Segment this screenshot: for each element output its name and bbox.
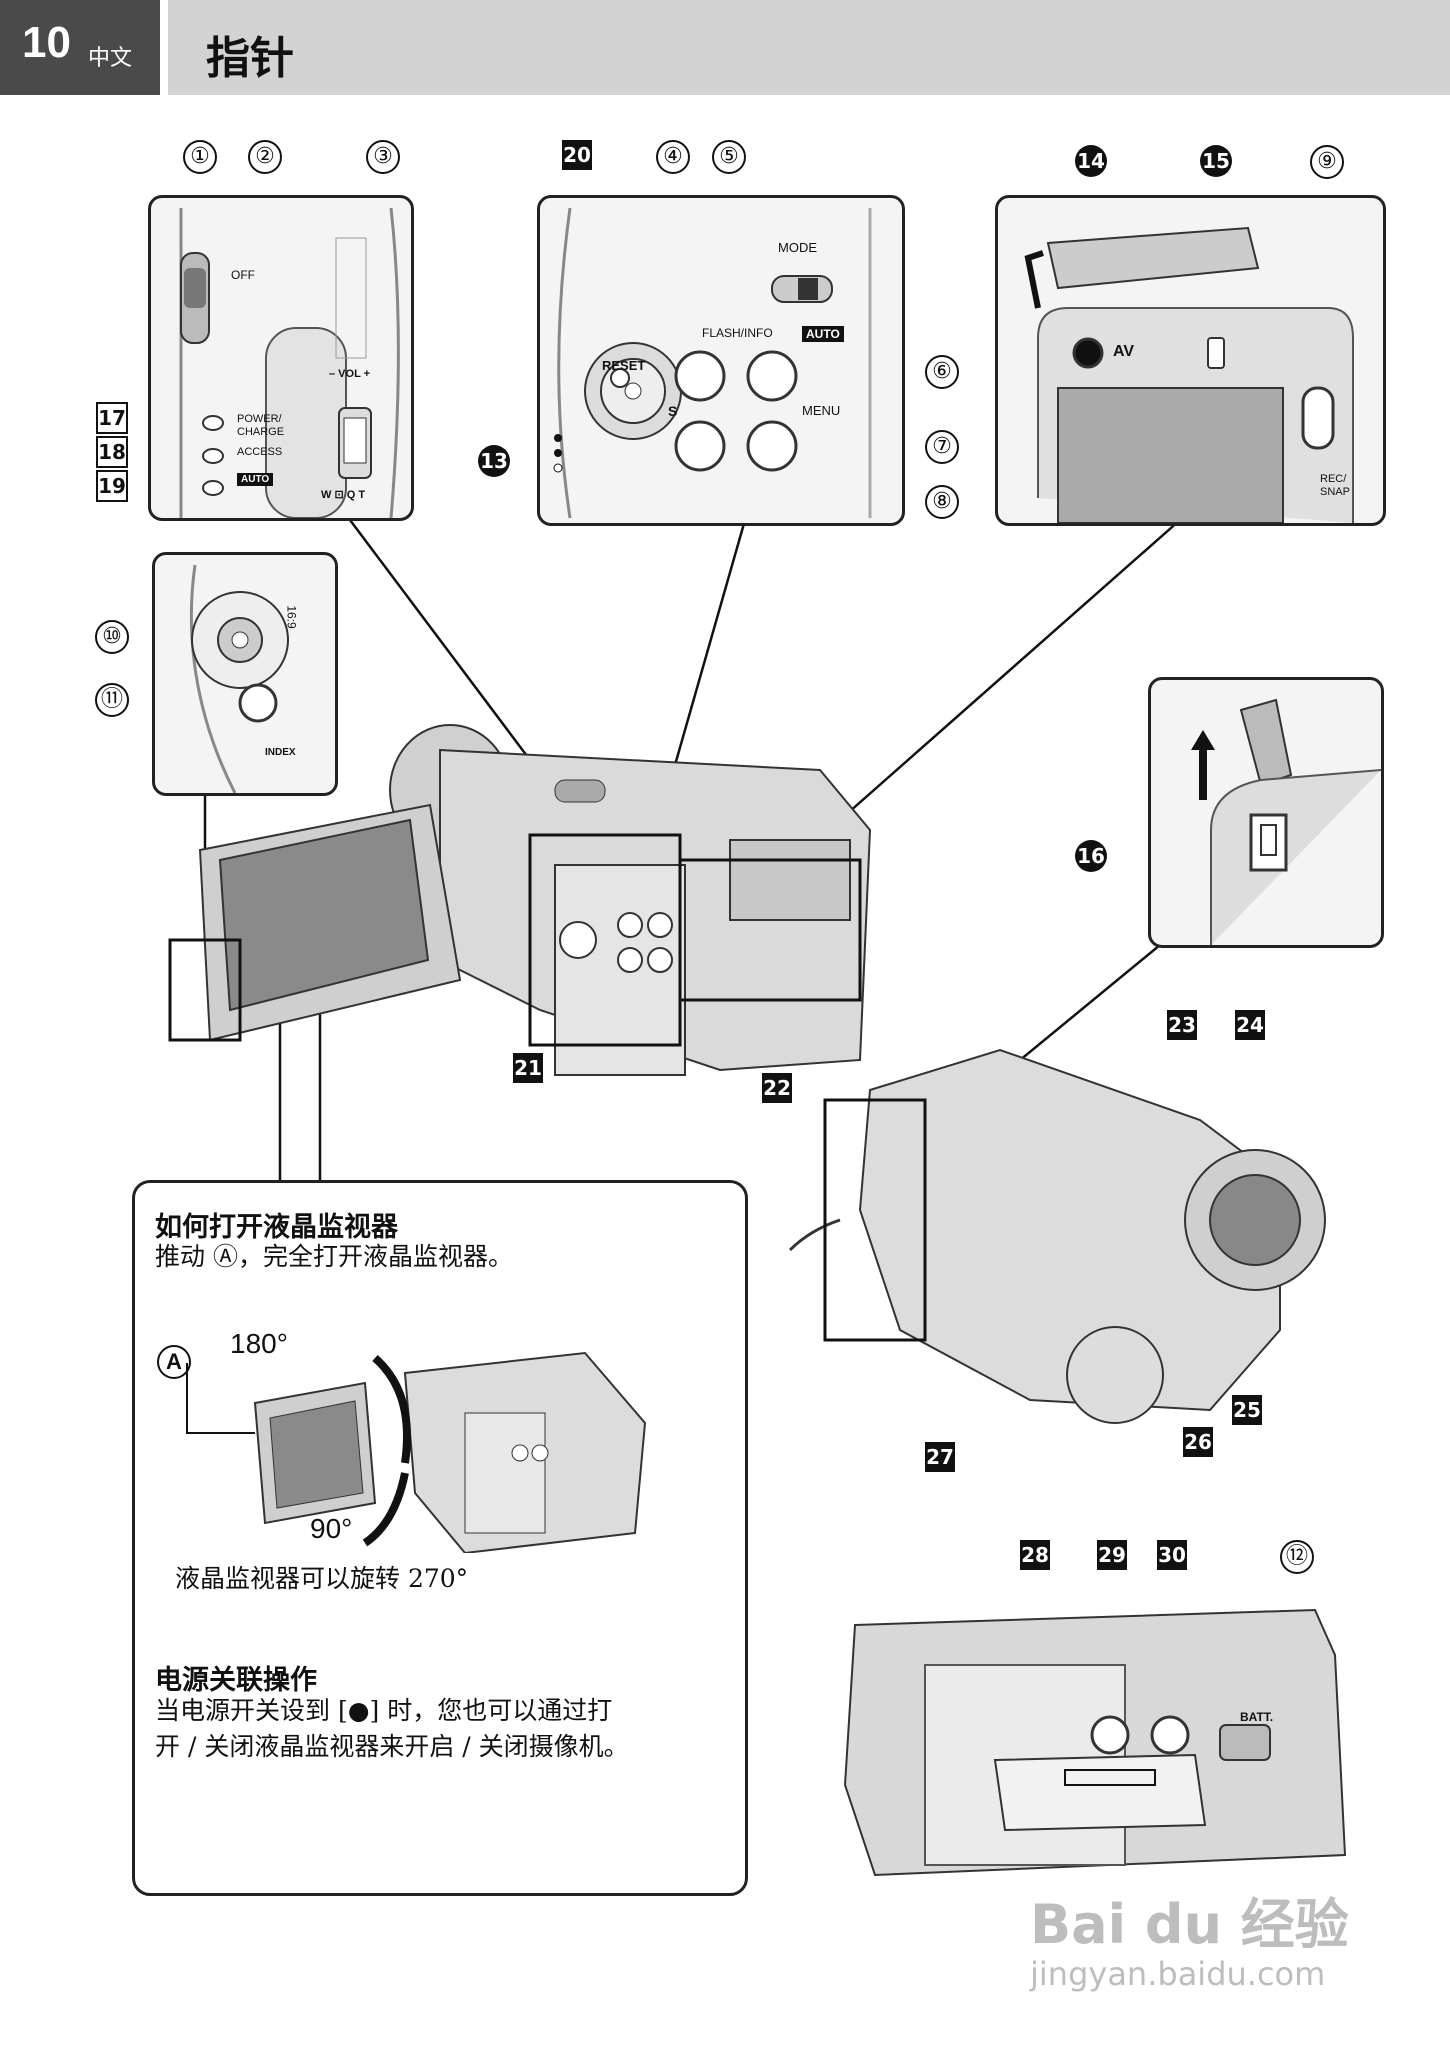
callout-10: ⑩ [95, 620, 129, 654]
callout-26: 26 [1183, 1427, 1213, 1457]
reset-label: RESET [602, 358, 646, 373]
auto-label-2: AUTO [802, 326, 844, 342]
power-charge-label: POWER/ CHARGE [237, 413, 285, 438]
title-bar: 指针 [168, 0, 1450, 95]
s-label: S [668, 403, 678, 419]
callout-14: 14 [1075, 145, 1107, 177]
vol-label: – VOL + [329, 368, 371, 380]
callout-22: 22 [762, 1073, 792, 1103]
callout-4: ④ [656, 140, 690, 174]
callout-19: 19 [96, 470, 128, 502]
callout-18: 18 [96, 436, 128, 468]
callout-29: 29 [1097, 1540, 1127, 1570]
batt-label: BATT. [1240, 1710, 1274, 1724]
index-label: INDEX [265, 747, 296, 758]
callout-8: ⑧ [925, 485, 959, 519]
panel-card-slot [1148, 677, 1384, 948]
auto-label: AUTO [237, 473, 274, 486]
callout-30: 30 [1157, 1540, 1187, 1570]
callout-9: ⑨ [1310, 145, 1344, 179]
text-open-lcd: 推动 Ⓐ，完全打开液晶监视器。 [155, 1242, 513, 1271]
page-title: 指针 [206, 33, 294, 84]
callout-16: 16 [1075, 840, 1107, 872]
page-number-box: 10 中文 [0, 0, 160, 95]
callout-6: ⑥ [925, 355, 959, 389]
callout-28: 28 [1020, 1540, 1050, 1570]
joystick-illustration [189, 564, 289, 793]
page-number: 10 [22, 18, 71, 67]
callout-13: 13 [478, 445, 510, 477]
power-switch-illustration [179, 207, 400, 518]
marker-a: A [157, 1345, 191, 1379]
callout-21: 21 [513, 1053, 543, 1083]
camera-front-illustration [788, 1048, 1326, 1424]
callout-15: 15 [1200, 145, 1232, 177]
card-slot-illustration [1191, 698, 1381, 945]
off-label: OFF [231, 268, 255, 282]
heading-open-lcd: 如何打开液晶监视器 [155, 1212, 398, 1243]
callout-25: 25 [1232, 1395, 1262, 1425]
callout-24: 24 [1235, 1010, 1265, 1040]
degree-180-label: 180° [230, 1328, 288, 1359]
zoom-label: W ⊡ Q T [321, 489, 366, 501]
degree-90-label: 90° [310, 1513, 353, 1544]
camera-main-illustration [168, 724, 872, 1076]
callout-2: ② [248, 140, 282, 174]
mode-label: MODE [778, 240, 817, 255]
flash-info-label: FLASH/INFO [702, 326, 773, 340]
av-usb-illustration [1024, 226, 1354, 523]
callout-27: 27 [925, 1442, 955, 1472]
access-label: ACCESS [237, 446, 283, 458]
panel-av-usb: AV REC/ SNAP [995, 195, 1386, 526]
panel-joystick: 16:9 INDEX [152, 552, 338, 796]
panel-power-switch: OFF POWER/ CHARGE ACCESS AUTO – VOL + W … [148, 195, 414, 521]
callout-20: 20 [562, 140, 592, 170]
lcd-info-box: 如何打开液晶监视器 推动 Ⓐ，完全打开液晶监视器。 A 180° 90° 液晶监… [132, 1180, 748, 1896]
buttons-illustration [553, 207, 872, 519]
callout-3: ③ [366, 140, 400, 174]
watermark-logo: Bai du 经验 [1030, 1893, 1349, 1956]
lcd-rotation-illustration [186, 1351, 647, 1553]
camera-bottom-illustration [843, 1608, 1347, 1877]
page-header: 10 中文 指针 [0, 0, 1450, 95]
heading-power-link: 电源关联操作 [155, 1665, 317, 1696]
callout-23: 23 [1167, 1010, 1197, 1040]
menu-label: MENU [802, 403, 841, 418]
rec-snap-label: REC/ SNAP [1320, 473, 1350, 498]
text-power-link-2: 开 / 关闭液晶监视器来开启 / 关闭摄像机。 [155, 1732, 629, 1761]
ratio-label: 16:9 [284, 605, 299, 629]
language-label: 中文 [88, 46, 133, 71]
callout-12: ⑫ [1280, 1540, 1314, 1574]
text-power-link-1: 当电源开关设到 [●] 时，您也可以通过打 [155, 1696, 613, 1725]
watermark-url: jingyan.baidu.com [1030, 1955, 1326, 1993]
text-rotate: 液晶监视器可以旋转 270° [175, 1564, 469, 1593]
callout-17: 17 [96, 402, 128, 434]
callout-1: ① [183, 140, 217, 174]
av-label: AV [1113, 343, 1135, 360]
callout-11: ⑪ [95, 683, 129, 717]
panel-button-cluster: MODE RESET FLASH/INFO AUTO MENU S [537, 195, 905, 526]
callout-5: ⑤ [712, 140, 746, 174]
callout-7: ⑦ [925, 430, 959, 464]
